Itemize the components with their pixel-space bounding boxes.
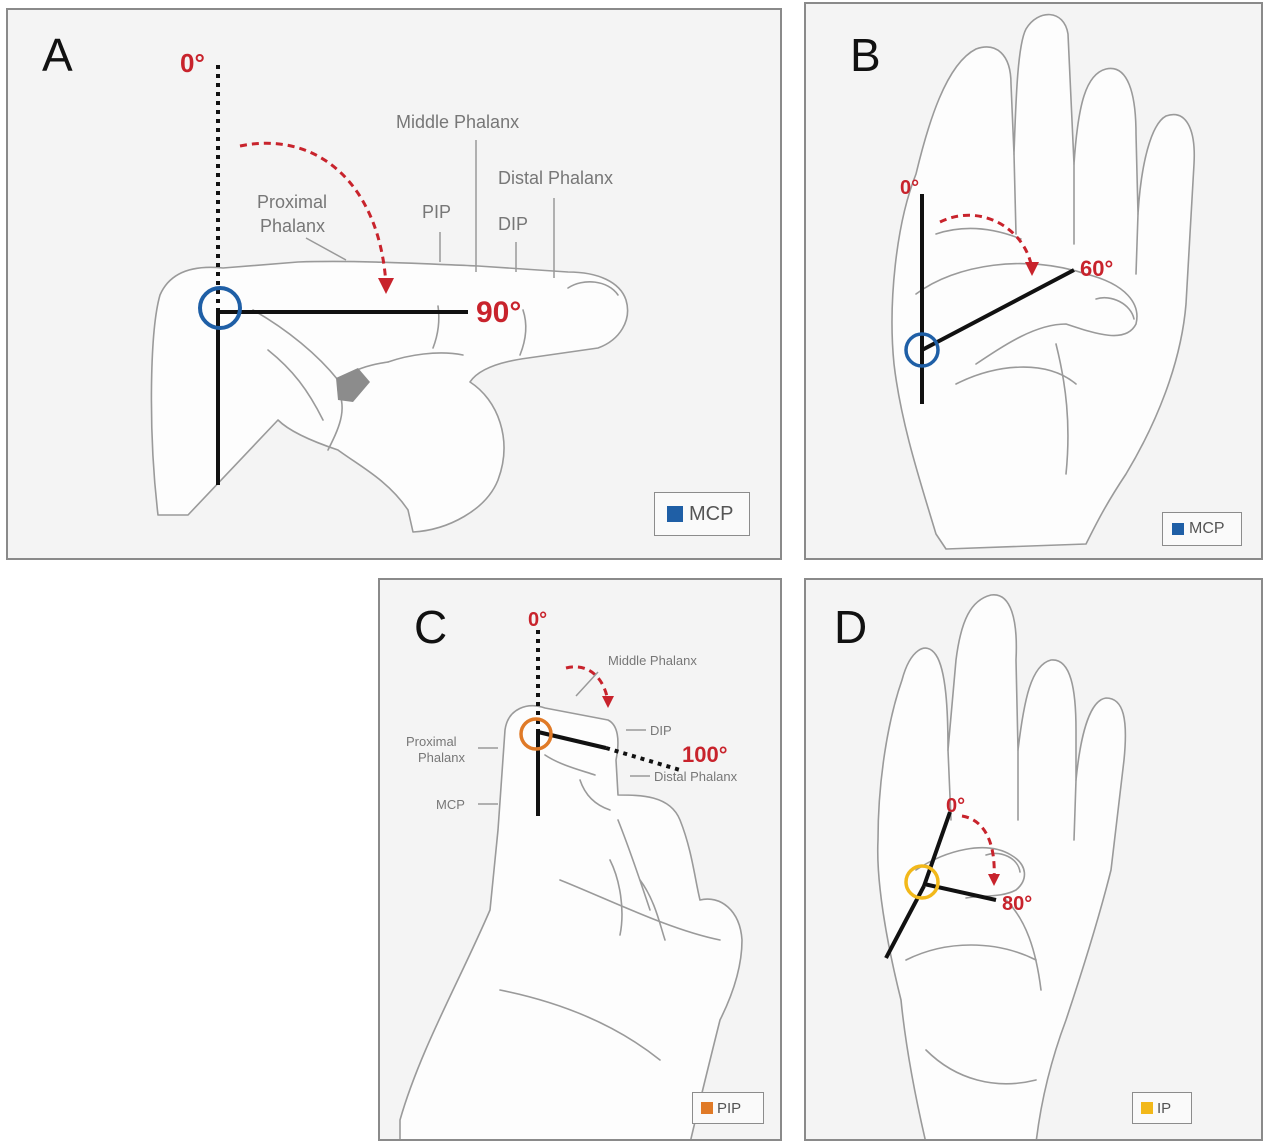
legend-label-d: IP xyxy=(1157,1100,1171,1117)
tick-middle-phalanx-c xyxy=(576,672,598,696)
middle-phalanx-label-a: Middle Phalanx xyxy=(396,112,519,132)
legend-label-b: MCP xyxy=(1189,520,1225,538)
distal-phalanx-label-a: Distal Phalanx xyxy=(498,168,613,188)
legend-label-c: PIP xyxy=(717,1100,741,1117)
panel-a-drawing: 0° 90° Middle Phalanx Distal Phalanx Pro… xyxy=(8,10,782,560)
dip-label-a: DIP xyxy=(498,214,528,234)
legend-b: MCP xyxy=(1162,512,1242,546)
panel-c: 0° 100° Middle Phalanx DIP Distal Phalan… xyxy=(378,578,782,1141)
legend-c: PIP xyxy=(692,1092,764,1124)
panel-d: 0° 80° D IP xyxy=(804,578,1263,1141)
end-angle-label-b: 60° xyxy=(1080,256,1113,281)
end-angle-label-a: 90° xyxy=(476,296,521,329)
proximal-phalanx-label-a2: Phalanx xyxy=(260,216,325,236)
dip-label-c: DIP xyxy=(650,723,672,738)
start-angle-label-b: 0° xyxy=(900,177,919,199)
end-angle-label-c: 100° xyxy=(682,742,728,767)
pip-label-a: PIP xyxy=(422,202,451,222)
proximal-label-c2: Phalanx xyxy=(418,750,465,765)
panel-letter-a: A xyxy=(42,32,73,78)
middle-phalanx-label-c: Middle Phalanx xyxy=(608,653,697,668)
tick-proximal-a xyxy=(306,238,346,260)
legend-swatch-b xyxy=(1172,523,1184,535)
start-angle-label-d: 0° xyxy=(946,795,965,817)
end-angle-label-d: 80° xyxy=(1002,893,1032,915)
start-angle-label-c: 0° xyxy=(528,609,547,631)
hand-outline-a xyxy=(151,261,627,532)
panel-letter-c: C xyxy=(414,604,447,650)
panel-c-drawing: 0° 100° Middle Phalanx DIP Distal Phalan… xyxy=(380,580,782,1141)
panel-letter-d: D xyxy=(834,604,867,650)
panel-b: 0° 60° B MCP xyxy=(804,2,1263,560)
legend-swatch-d xyxy=(1141,1102,1153,1114)
proximal-label-c1: Proximal xyxy=(406,734,457,749)
panel-letter-b: B xyxy=(850,32,881,78)
distal-phalanx-label-c: Distal Phalanx xyxy=(654,769,738,784)
legend-swatch-a xyxy=(667,506,683,522)
mcp-label-c: MCP xyxy=(436,797,465,812)
legend-a: MCP xyxy=(654,492,750,536)
start-angle-label-a: 0° xyxy=(180,48,205,78)
panel-a: 0° 90° Middle Phalanx Distal Phalanx Pro… xyxy=(6,8,782,560)
legend-label-a: MCP xyxy=(689,503,733,526)
legend-d: IP xyxy=(1132,1092,1192,1124)
proximal-phalanx-label-a1: Proximal xyxy=(257,192,327,212)
panel-d-drawing: 0° 80° xyxy=(806,580,1263,1141)
panel-b-drawing: 0° 60° xyxy=(806,4,1263,560)
legend-swatch-c xyxy=(701,1102,713,1114)
arrowhead-c xyxy=(602,696,614,708)
